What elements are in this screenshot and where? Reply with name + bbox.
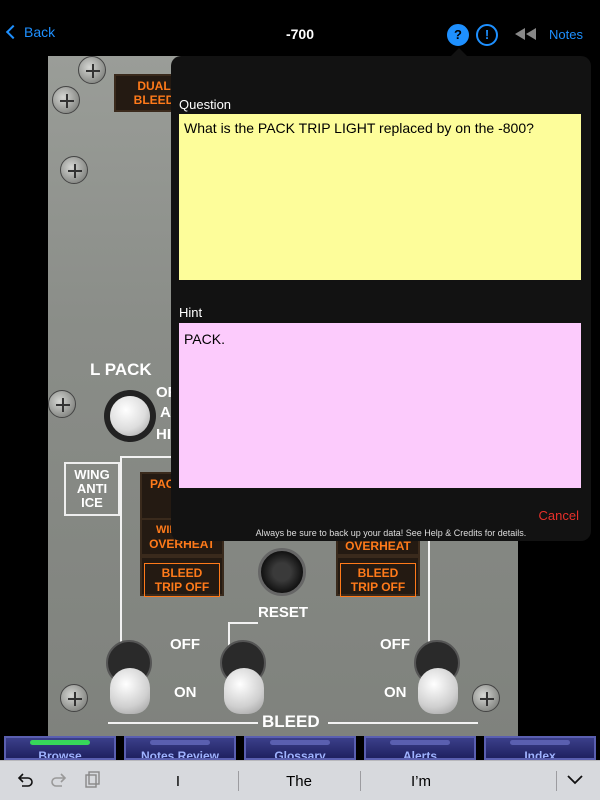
wing-text: ANTI xyxy=(76,481,108,496)
panel-line xyxy=(108,722,258,724)
screw-icon xyxy=(78,56,106,84)
off-label: OFF xyxy=(170,636,200,653)
undo-icon[interactable] xyxy=(16,772,34,788)
wing-text: WING xyxy=(74,467,110,482)
tab-label: Alerts xyxy=(402,749,437,760)
tab-label: Browse xyxy=(38,749,82,760)
suggestion-divider xyxy=(360,771,361,791)
tab-label: Notes Review xyxy=(140,749,220,760)
cancel-button[interactable]: Cancel xyxy=(538,508,579,523)
tab-indicator xyxy=(270,740,330,745)
off-label: OFF xyxy=(380,636,410,653)
exclamation-circle-icon[interactable]: ! xyxy=(476,24,498,46)
suggestion-3[interactable]: I’m xyxy=(411,773,431,790)
annun-text: TRIP OFF xyxy=(350,580,406,594)
screw-icon xyxy=(60,684,88,712)
paste-icon[interactable] xyxy=(84,771,100,789)
annun-text: BLEED xyxy=(357,566,399,580)
reset-button[interactable] xyxy=(258,548,306,596)
on-label: ON xyxy=(174,684,197,701)
tab-alerts[interactable]: Alerts xyxy=(364,736,476,760)
navigation-bar: Back -700 ? ! Notes xyxy=(0,0,600,56)
notes-button[interactable]: Notes xyxy=(549,27,583,42)
annun-text: BLEED xyxy=(161,566,203,580)
popover-arrow xyxy=(450,48,468,57)
l-pack-label: L PACK xyxy=(90,360,152,379)
reset-label: RESET xyxy=(258,604,309,621)
tab-browse[interactable]: Browse xyxy=(4,736,116,760)
question-circle-icon[interactable]: ? xyxy=(447,24,469,46)
tab-indicator xyxy=(510,740,570,745)
screw-icon xyxy=(52,86,80,114)
tab-indicator xyxy=(150,740,210,745)
screw-icon xyxy=(60,156,88,184)
right-bleed-trip-off-annunciator: BLEED TRIP OFF xyxy=(336,556,420,597)
tab-bar: Browse Notes Review Glossary Alerts Inde… xyxy=(0,736,600,760)
back-label: Back xyxy=(24,24,56,40)
rewind-icon[interactable] xyxy=(515,28,537,40)
tab-label: Glossary xyxy=(274,749,326,760)
tab-index[interactable]: Index xyxy=(484,736,596,760)
chevron-down-icon[interactable] xyxy=(566,774,584,786)
wing-text: ICE xyxy=(81,495,103,510)
suggestion-divider xyxy=(556,771,557,791)
suggestion-2[interactable]: The xyxy=(286,773,312,790)
hint-textarea[interactable]: PACK. xyxy=(179,323,581,488)
bleed-trip-off-annunciator: BLEED TRIP OFF xyxy=(140,556,224,597)
panel-line xyxy=(120,456,172,458)
nav-title: -700 xyxy=(285,26,315,42)
on-label: ON xyxy=(384,684,407,701)
tab-indicator xyxy=(390,740,450,745)
suggestion-divider xyxy=(238,771,239,791)
panel-line xyxy=(120,456,122,656)
tab-notes-review[interactable]: Notes Review xyxy=(124,736,236,760)
panel-line xyxy=(228,622,258,624)
toggle-switch-2[interactable] xyxy=(224,668,264,714)
question-label: Question xyxy=(179,97,232,112)
panel-line xyxy=(228,622,230,658)
back-button[interactable]: Back xyxy=(5,24,56,40)
annun-text: BLEED xyxy=(133,93,175,107)
wing-anti-ice-label: WING ANTI ICE xyxy=(64,462,120,516)
tab-glossary[interactable]: Glossary xyxy=(244,736,356,760)
annun-text: DUAL xyxy=(137,79,171,93)
screw-icon xyxy=(472,684,500,712)
question-textarea[interactable]: What is the PACK TRIP LIGHT replaced by … xyxy=(179,114,581,280)
bleed-label: BLEED xyxy=(262,712,320,731)
panel-line xyxy=(328,722,478,724)
panel-line xyxy=(428,526,430,646)
note-popover: Question What is the PACK TRIP LIGHT rep… xyxy=(171,48,591,541)
annun-text: OVERHEAT xyxy=(345,539,411,553)
redo-icon[interactable] xyxy=(50,772,68,788)
tab-indicator xyxy=(30,740,90,745)
l-pack-knob[interactable] xyxy=(110,396,150,436)
toggle-switch-1[interactable] xyxy=(110,668,150,714)
keyboard-suggestion-bar: I The I’m xyxy=(0,760,600,800)
suggestion-1[interactable]: I xyxy=(175,773,181,790)
annun-text: TRIP OFF xyxy=(154,580,210,594)
tab-label: Index xyxy=(524,749,556,760)
toggle-switch-3[interactable] xyxy=(418,668,458,714)
screw-icon xyxy=(48,390,76,418)
hint-label: Hint xyxy=(179,305,203,320)
backup-reminder: Always be sure to back up your data! See… xyxy=(255,528,527,538)
